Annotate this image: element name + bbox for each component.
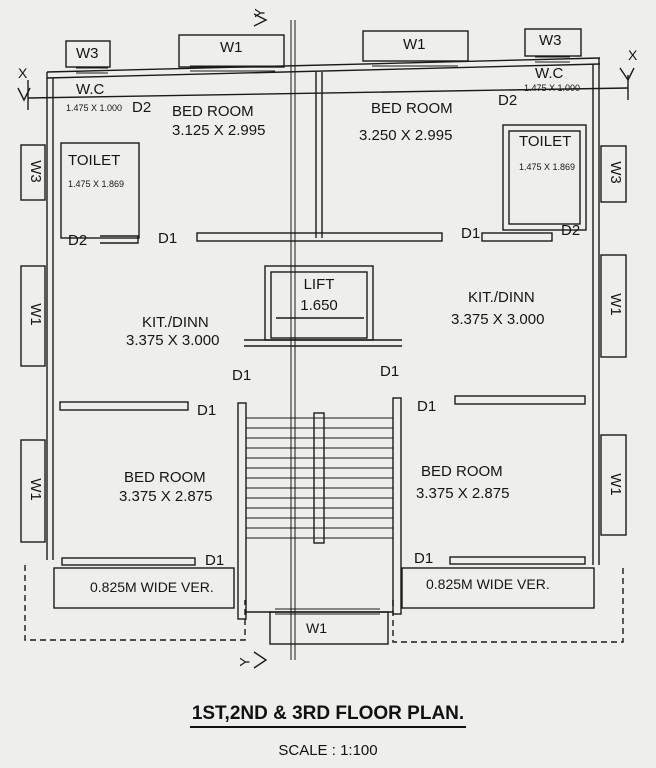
verandah-left-outline <box>24 565 246 641</box>
tag-w1-bottom: W1 <box>306 620 327 636</box>
plan-title-text: 1ST,2ND & 3RD FLOOR PLAN. <box>189 703 467 728</box>
toilet-right-box <box>502 124 587 231</box>
plan-title: 1ST,2ND & 3RD FLOOR PLAN. <box>0 703 656 728</box>
tag-w3-right: W3 <box>606 161 624 184</box>
w1-left-mid-box <box>20 265 46 367</box>
tag-d1-ver-right: D1 <box>414 550 434 567</box>
bed-room-tr-size: 3.250 X 2.995 <box>359 127 453 144</box>
section-arrow-y-top <box>253 13 268 27</box>
tag-w1-right-bottom: W1 <box>606 473 624 496</box>
plan-scale: SCALE : 1:100 <box>278 742 378 759</box>
bed-room-tl-size: 3.125 X 2.995 <box>172 122 266 139</box>
tag-w1-left-mid: W1 <box>26 303 44 326</box>
toilet-left-wall <box>100 235 139 244</box>
left-bed-bottom-wall <box>61 557 196 566</box>
tag-d1-bed-right: D1 <box>461 225 481 242</box>
right-bed-bottom-wall <box>449 556 586 565</box>
tag-d2-top-left: D2 <box>132 99 152 116</box>
verandah-right <box>401 567 595 609</box>
bed-room-tl-name: BED ROOM <box>172 103 254 120</box>
right-d1-wall <box>481 232 553 242</box>
w1-bottom-box <box>269 611 389 645</box>
section-line-x <box>27 87 629 99</box>
stair-treads <box>246 417 393 539</box>
section-mark-y-bottom: Y <box>236 657 253 667</box>
tag-d1-bed-bl: D1 <box>197 402 217 419</box>
tag-w1-top-left: W1 <box>220 39 243 56</box>
tag-w1-right-mid: W1 <box>606 293 624 316</box>
w1-left-bottom-box <box>20 439 46 543</box>
stair-left-wall <box>237 402 247 620</box>
toilet-left-name: TOILET <box>68 152 121 169</box>
verandah-right-outline <box>392 565 624 643</box>
bed-room-br-size: 3.375 X 2.875 <box>416 485 510 502</box>
verandah-left <box>53 567 235 609</box>
section-mark-x-left: X <box>18 65 28 81</box>
lift-name: LIFT <box>303 276 335 293</box>
tag-d2-top-right: D2 <box>498 92 518 109</box>
toilet-right-inner <box>508 130 581 225</box>
wc-right-size: 1.475 X 1.000 <box>524 83 581 93</box>
verandah-left-label: 0.825M WIDE VER. <box>90 579 214 595</box>
w1-right-bottom-box <box>600 434 627 536</box>
toilet-left-box <box>60 142 140 239</box>
kit-right-size: 3.375 X 3.000 <box>451 311 545 328</box>
w3-top-right-box <box>524 28 582 57</box>
section-arrow-x-right <box>619 67 635 82</box>
top-wall-outer <box>46 57 601 73</box>
tag-d1-left-entry: D1 <box>232 367 252 384</box>
tag-d2-toilet-left: D2 <box>68 232 88 249</box>
kit-left-size: 3.375 X 3.000 <box>126 332 220 349</box>
w3-left-box <box>20 144 46 201</box>
lift-size: 1.650 <box>300 297 338 314</box>
kit-right-name: KIT./DINN <box>468 289 535 306</box>
window-glazing <box>76 56 570 615</box>
toilet-right-name: TOILET <box>519 133 572 150</box>
right-kit-partition <box>454 395 586 405</box>
stair-right-wall <box>392 397 402 615</box>
tag-d1-right-entry: D1 <box>380 363 400 380</box>
bed-room-br-name: BED ROOM <box>421 463 503 480</box>
tag-d1-bed-left: D1 <box>158 230 178 247</box>
verandah-right-label: 0.825M WIDE VER. <box>426 576 550 592</box>
kit-left-name: KIT./DINN <box>142 314 209 331</box>
section-mark-y-top: Y <box>251 8 268 18</box>
top-wall-inner <box>46 63 601 79</box>
section-arrow-x-left <box>17 87 31 102</box>
bed-room-bl-name: BED ROOM <box>124 469 206 486</box>
bedroom-partition-wall <box>196 232 443 242</box>
section-arrow-y-bottom <box>253 651 268 669</box>
left-kit-partition <box>59 401 189 411</box>
tag-w1-top-right: W1 <box>403 36 426 53</box>
toilet-right-size: 1.475 X 1.869 <box>519 162 576 172</box>
w1-top-left-box <box>178 34 285 68</box>
tag-d2-toilet-right: D2 <box>561 222 581 239</box>
wc-left-size: 1.475 X 1.000 <box>66 103 123 113</box>
tag-w1-left-bottom: W1 <box>26 478 44 501</box>
w3-right-box <box>600 145 627 203</box>
tag-d1-ver-left: D1 <box>205 552 225 569</box>
tag-d1-bed-br: D1 <box>417 398 437 415</box>
lift-shaft-inner <box>270 271 368 339</box>
tag-w3-left: W3 <box>26 160 44 183</box>
w3-top-left-box <box>65 40 111 68</box>
section-mark-x-right: X <box>628 47 638 63</box>
w1-right-mid-box <box>600 254 627 358</box>
tag-w3-top-left: W3 <box>76 45 99 62</box>
tag-w3-top-right: W3 <box>539 32 562 49</box>
wc-right-name: W.C <box>535 65 564 82</box>
bed-room-bl-size: 3.375 X 2.875 <box>119 488 213 505</box>
wc-left-name: W.C <box>76 81 105 98</box>
toilet-left-size: 1.475 X 1.869 <box>68 179 125 189</box>
bed-room-tr-name: BED ROOM <box>371 100 453 117</box>
